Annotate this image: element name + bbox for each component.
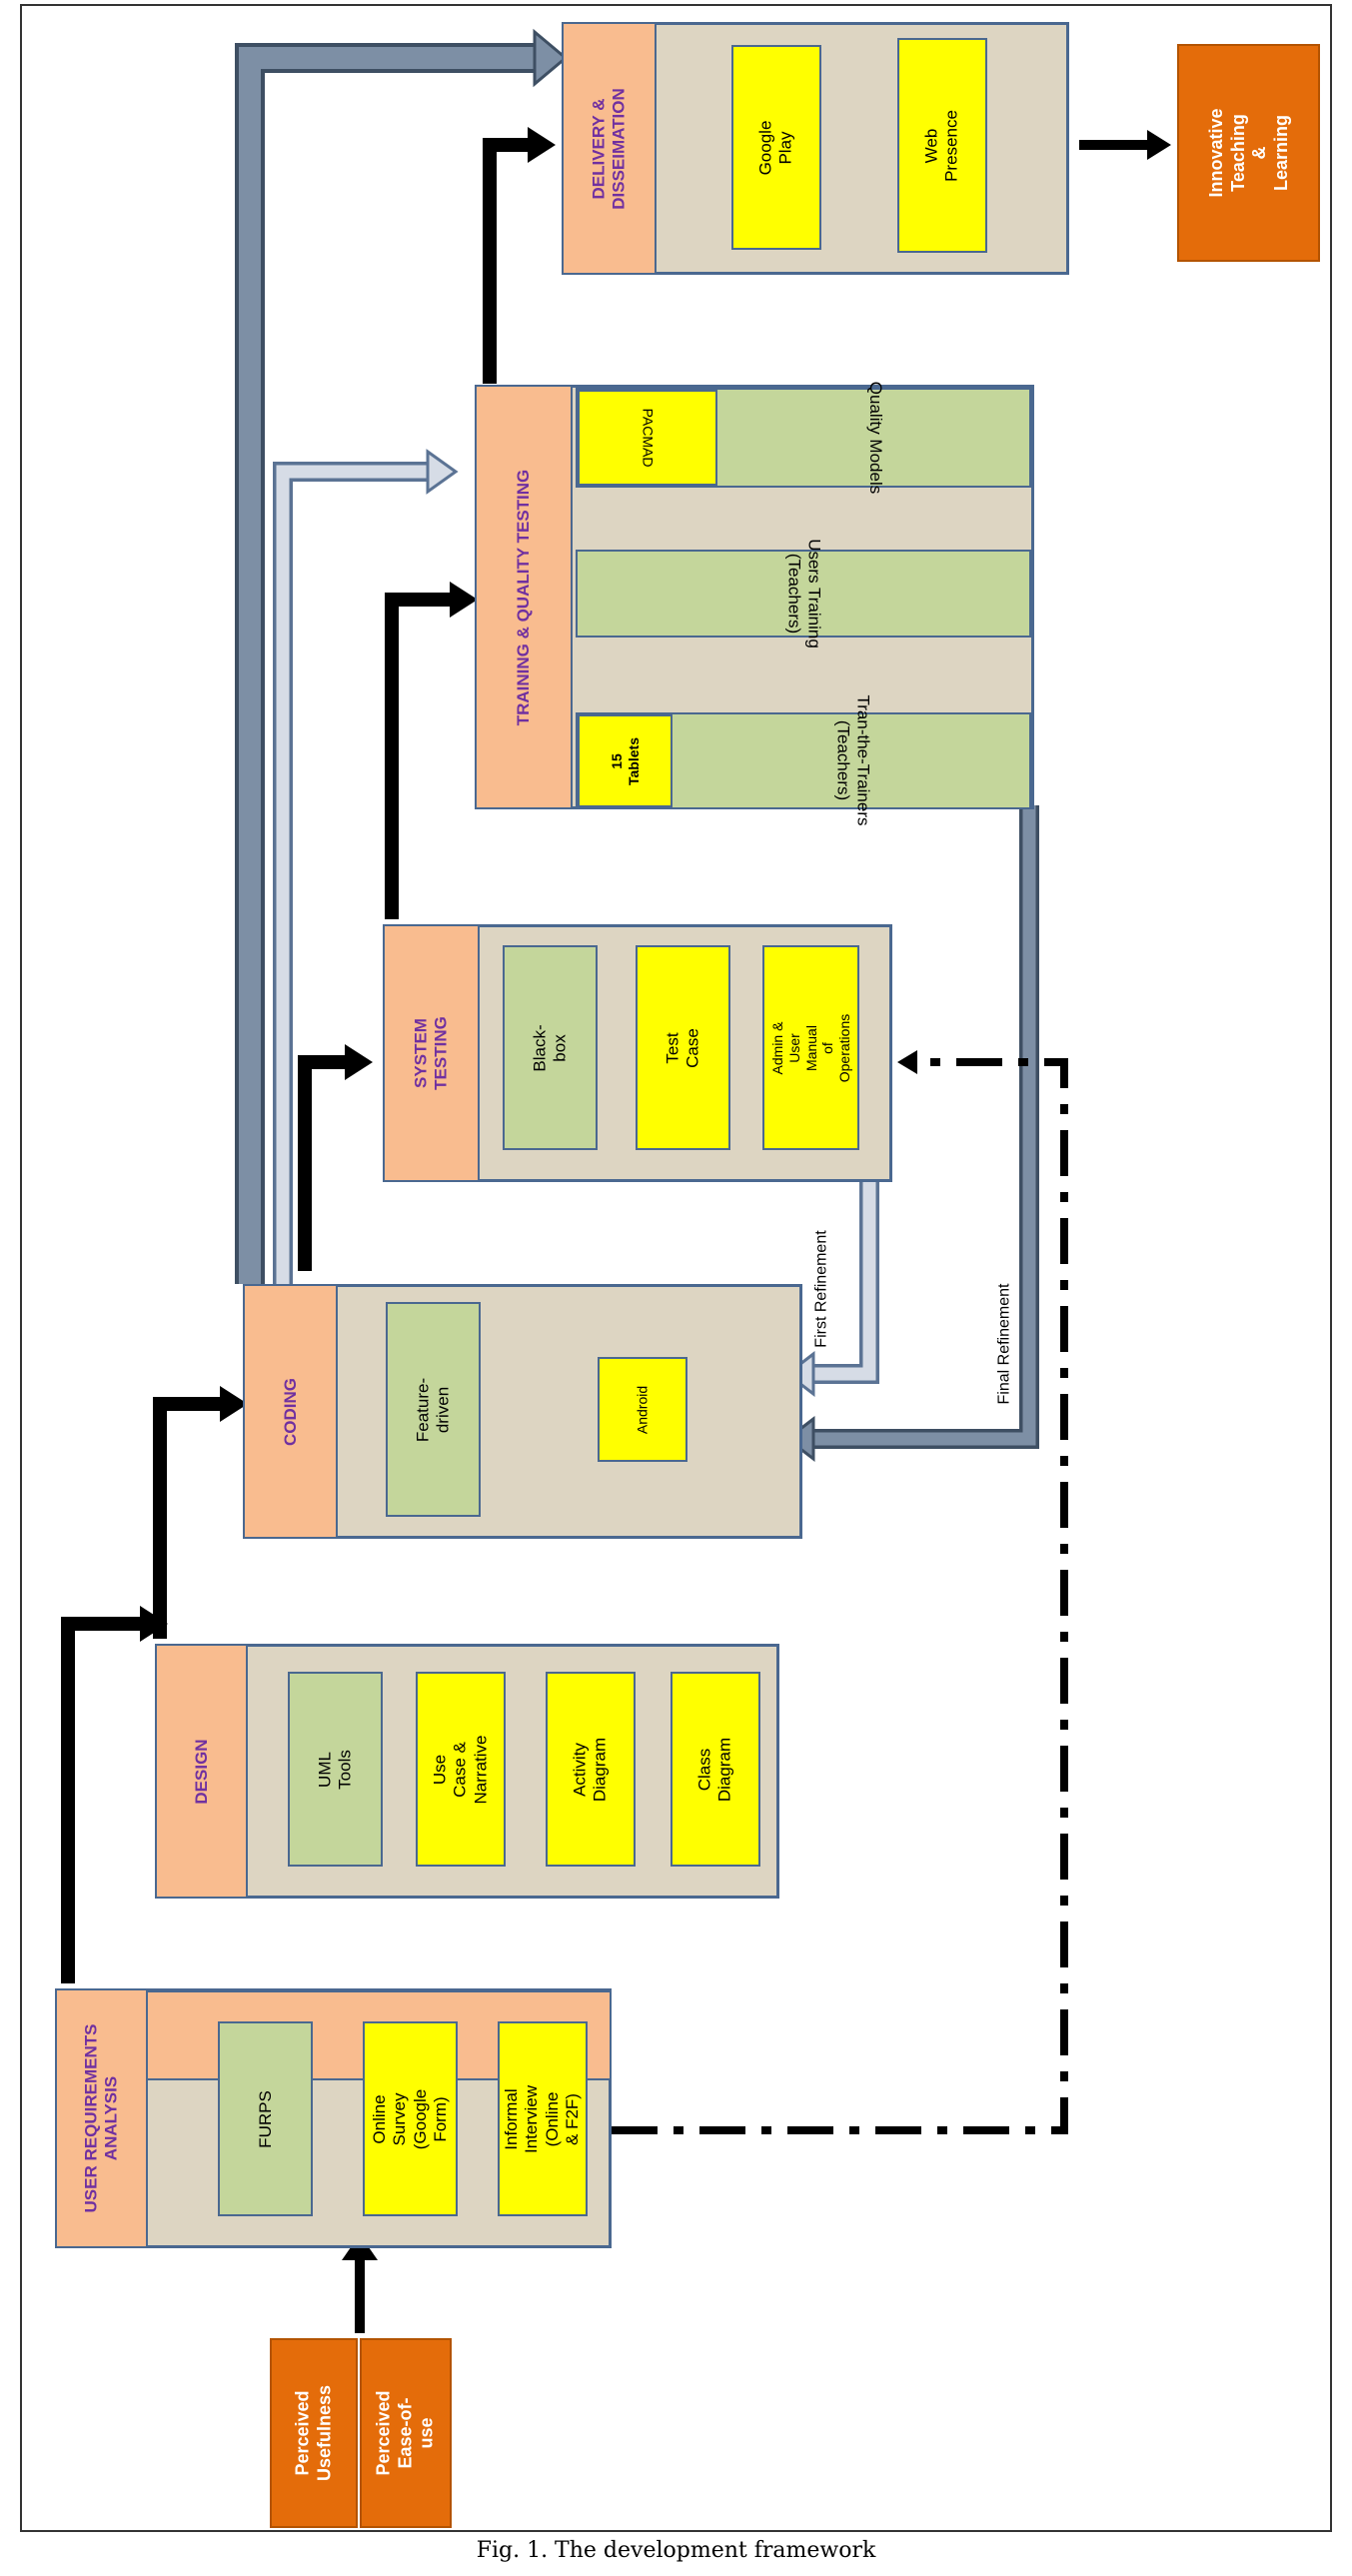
web-presence-box: Web Presence <box>897 38 987 253</box>
arrow-design-to-coding <box>153 1397 220 1639</box>
design-header: DESIGN <box>155 1644 248 1899</box>
users-training-label: Users Training (Teachers) <box>784 539 824 648</box>
informal-interview-box: Informal Interview (Online & F2F) <box>498 2021 588 2216</box>
arrow-system-to-training <box>385 593 450 919</box>
manual-box: Admin & User Manual of Operations <box>762 945 859 1150</box>
pacmad-box: PACMAD <box>578 390 717 486</box>
online-survey-box: Online Survey (Google Form) <box>363 2021 458 2216</box>
furps-label: FURPS <box>255 2089 275 2148</box>
quality-models-label: Quality Models <box>866 381 886 495</box>
input-perceived-ease-of-use: Perceived Ease-of-use <box>360 2338 452 2528</box>
input-ease-label: Perceived Ease-of-use <box>373 2390 437 2476</box>
black-box-box: Black-box <box>503 945 598 1150</box>
use-case-box: Use Case & Narrative <box>416 1672 506 1867</box>
activity-diagram-label: Activity Diagram <box>570 1737 610 1802</box>
requirements-title: USER REQUIREMENTS ANALYSIS <box>81 2023 121 2213</box>
internal-lines <box>305 1060 764 2132</box>
furps-box: FURPS <box>218 2021 313 2216</box>
google-play-label: Google Play <box>755 120 795 175</box>
feature-driven-box: Feature-driven <box>386 1302 481 1517</box>
class-diagram-label: Class Diagram <box>694 1737 734 1802</box>
design-title: DESIGN <box>191 1738 211 1805</box>
informal-interview-label: Informal Interview (Online & F2F) <box>502 2084 583 2153</box>
users-training-row <box>576 550 1031 638</box>
stage-design: UML Tools Use Case & Narrative Activity … <box>155 1644 779 1899</box>
feature-driven-label: Feature-driven <box>413 1377 453 1442</box>
flow-arrows <box>61 138 528 1983</box>
android-label: Android <box>634 1385 651 1434</box>
android-box: Android <box>598 1357 687 1462</box>
coding-title: CODING <box>280 1377 300 1446</box>
test-case-box: Test Case <box>636 945 730 1150</box>
arrow-req-to-design <box>61 1617 140 1983</box>
web-presence-label: Web Presence <box>921 109 961 182</box>
activity-diagram-box: Activity Diagram <box>546 1672 636 1867</box>
pacmad-label: PACMAD <box>640 408 657 468</box>
test-case-label: Test Case <box>663 1027 702 1068</box>
system-testing-header: SYSTEM TESTING <box>383 924 480 1182</box>
uml-tools-label: UML Tools <box>315 1749 355 1790</box>
google-play-box: Google Play <box>731 45 821 250</box>
black-box-label: Black-box <box>530 1023 570 1072</box>
dashdot-feedback <box>612 1058 1068 2134</box>
delivery-header: DELIVERY & DISSEIMATION <box>562 22 657 275</box>
system-testing-title: SYSTEM TESTING <box>411 1016 451 1090</box>
flow-arrowheads <box>140 127 556 1642</box>
output-innovative-teaching: Innovative Teaching & Learning <box>1177 44 1320 262</box>
input-usefulness-label: Perceived Usefulness <box>292 2384 334 2482</box>
training-header: TRAINING & QUALITY TESTING <box>475 385 573 809</box>
use-case-label: Use Case & Narrative <box>430 1735 491 1804</box>
uml-tools-box: UML Tools <box>288 1672 383 1867</box>
tablets-label: 15 Tablets <box>608 736 642 785</box>
tablets-box: 15 Tablets <box>578 714 673 807</box>
arrow-training-to-delivery <box>483 138 528 384</box>
class-diagram-box: Class Diagram <box>671 1672 760 1867</box>
arrow-coding-to-system <box>298 1055 345 1271</box>
training-title: TRAINING & QUALITY TESTING <box>513 469 533 725</box>
input-perceived-usefulness: Perceived Usefulness <box>270 2338 358 2528</box>
tot-label: Tran-the-Trainers (Teachers) <box>833 694 873 826</box>
online-survey-label: Online Survey (Google Form) <box>369 2088 450 2149</box>
requirements-header-overlay: USER REQUIREMENTS ANALYSIS <box>55 1988 148 2248</box>
manual-label: Admin & User Manual of Operations <box>768 1013 852 1082</box>
delivery-title: DELIVERY & DISSEIMATION <box>589 87 629 210</box>
output-label: Innovative Teaching & Learning <box>1205 108 1291 198</box>
figure-caption: Fig. 1. The development framework <box>476 2538 876 2563</box>
coding-header: CODING <box>243 1284 338 1539</box>
